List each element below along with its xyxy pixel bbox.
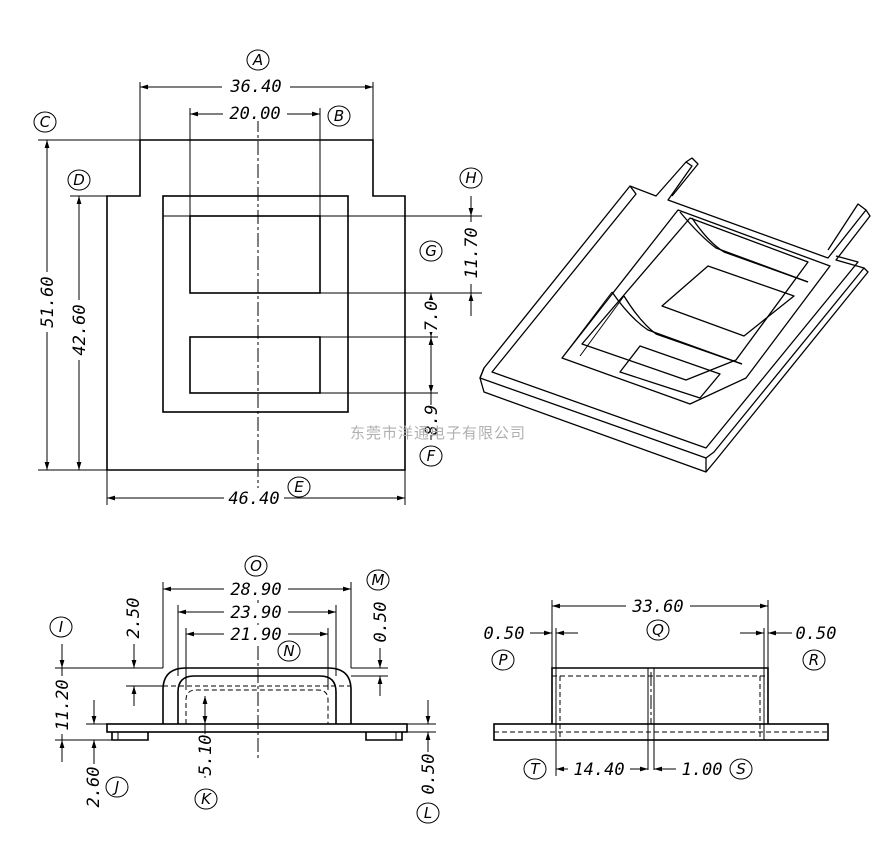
- dim-8-9: 8.9: [422, 405, 442, 436]
- dim-0-50-left: 0.50: [484, 624, 525, 644]
- label-b: B: [334, 107, 344, 125]
- dim-2-60: 2.60: [84, 767, 104, 808]
- label-c: C: [40, 113, 51, 131]
- dim-width-bottom: 46.40: [228, 489, 279, 509]
- top-view-outline: [106, 139, 406, 471]
- dim-width-top: 36.40: [229, 77, 281, 97]
- lower-window: [189, 336, 321, 394]
- label-k: K: [201, 790, 212, 808]
- upper-window: [189, 215, 321, 294]
- dim-height-inner: 42.60: [70, 304, 90, 355]
- label-p: P: [498, 651, 508, 669]
- label-a: A: [252, 51, 263, 69]
- label-g: G: [425, 242, 437, 260]
- dim-0-50-top: 0.50: [371, 602, 391, 643]
- label-q: Q: [652, 621, 664, 639]
- dim-1-00: 1.00: [682, 760, 723, 780]
- dim-28-90: 28.90: [230, 580, 281, 600]
- dim-height-outer: 51.60: [38, 276, 58, 327]
- dim-11-70: 11.70: [462, 227, 482, 278]
- dim-5-10: 5.10: [196, 735, 216, 776]
- dim-11-20: 11.20: [53, 679, 73, 730]
- label-e: E: [294, 478, 304, 496]
- label-t: T: [530, 760, 541, 778]
- label-l: L: [424, 804, 432, 822]
- label-s: S: [736, 760, 746, 778]
- front-view: 28.90 O 23.90 21.90 N 2.50 0.50 M: [49, 555, 440, 824]
- dim-23-90: 23.90: [230, 603, 281, 623]
- dim-7-0: 7.0: [422, 301, 442, 332]
- isometric-view: [479, 157, 871, 473]
- label-i: I: [59, 618, 64, 636]
- dim-21-90: 21.90: [230, 625, 281, 645]
- dim-14-40: 14.40: [573, 760, 624, 780]
- label-r: R: [809, 651, 819, 669]
- label-d: D: [73, 171, 85, 189]
- front-base-plate: [106, 723, 408, 733]
- dim-0-50-right: 0.50: [796, 624, 837, 644]
- top-view: 36.40 A 20.00 B 51.60 C 42.60 D 46.40 E: [33, 49, 483, 509]
- dim-width-window: 20.00: [229, 104, 280, 124]
- label-h: H: [465, 169, 476, 187]
- dim-33-60: 33.60: [631, 597, 683, 617]
- label-m: M: [372, 571, 385, 589]
- dim-2-50: 2.50: [124, 598, 144, 639]
- watermark: 东莞市洋通电子有限公司: [350, 424, 526, 442]
- side-view: 33.60 Q 0.50 P 0.50 R 14.40 T 1.00 S: [484, 597, 837, 780]
- label-f: F: [427, 447, 436, 465]
- dim-0-50-base: 0.50: [419, 754, 439, 795]
- label-o: O: [250, 557, 262, 575]
- label-n: N: [283, 642, 294, 660]
- label-j: J: [112, 778, 119, 796]
